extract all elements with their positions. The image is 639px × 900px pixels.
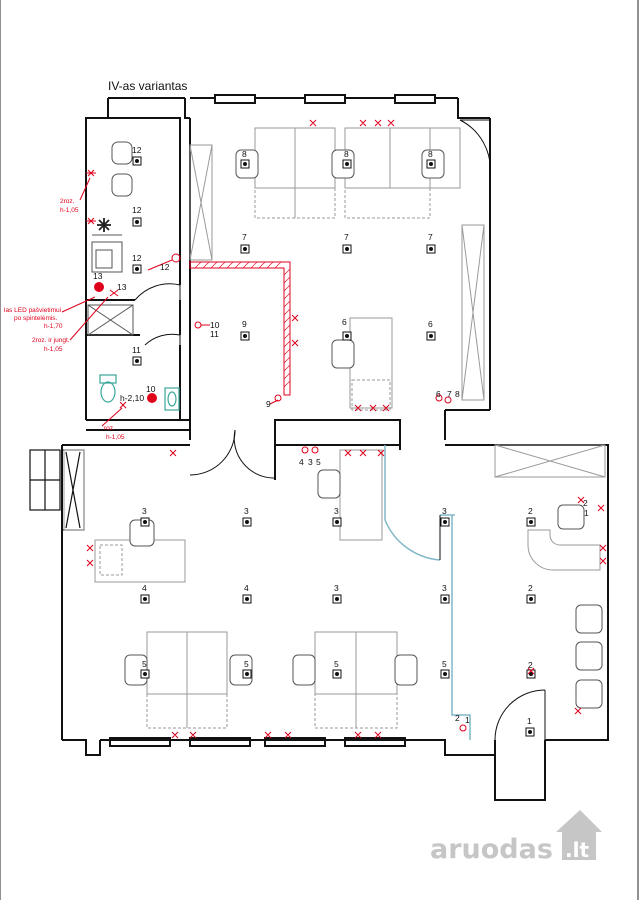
chair-icon (124, 149, 603, 709)
fixture-number: 7 (428, 232, 433, 242)
fixture-number: 8 (344, 149, 349, 159)
toilet-icon (99, 374, 117, 403)
fixture-number: 9 (266, 399, 271, 409)
annotation-two-outlets: 2roz. (60, 198, 75, 205)
fixture-number: 4 (299, 457, 304, 467)
fixture-number: 7 (242, 232, 247, 242)
fixture-number: 4 (142, 583, 147, 593)
pendant-light-icon (94, 282, 104, 292)
annotation-led-height: h-1,70 (44, 323, 63, 330)
fixture-number: 5 (142, 659, 147, 669)
plan-title: IV-as variantas (108, 79, 187, 93)
fixture-number: 6 (428, 319, 433, 329)
fixture-number: 1 (584, 508, 589, 518)
fixture-number: 8 (455, 389, 460, 399)
desk-icon (63, 127, 606, 729)
fixture-number: 2 (528, 506, 533, 516)
fixture-number: 12 (132, 253, 142, 263)
fixture-number: 2 (528, 660, 533, 670)
fixture-number: 3 (244, 506, 249, 516)
fixture-number: 13 (117, 282, 127, 292)
outlet-icon (61, 119, 607, 739)
door-swings (134, 119, 546, 741)
annotation-led: las LED pašvietimui (4, 307, 61, 314)
annotation-outlet-height: h-1,05 (106, 434, 125, 441)
fixture-number: 6 (342, 317, 347, 327)
fixture-number: 1 (527, 716, 532, 726)
annotation-led-cabinets: po spintelėmis. (14, 315, 58, 322)
fixture-number: 5 (244, 659, 249, 669)
fixture-number: 2 (583, 498, 588, 508)
height-label: h-2,10 (120, 393, 144, 403)
asterisk-icon (97, 218, 111, 232)
fixture-number: 3 (442, 506, 447, 516)
glass-partition (384, 445, 471, 740)
annotation-two-outlets-height: h-1,05 (60, 207, 79, 214)
fixture-number: 3 (334, 506, 339, 516)
fixture-number: 12 (160, 262, 170, 272)
walls (61, 94, 609, 801)
watermark-brand: aruodas (430, 834, 553, 865)
fixture-number: 3 (334, 583, 339, 593)
hatched-wall (189, 261, 291, 396)
fixture-number: 2 (528, 583, 533, 593)
door-icon (29, 449, 85, 531)
watermark-house-icon (562, 828, 596, 860)
fixture-numbers: 12 12 12 12 13 13 11 10 h-2,10 10 11 9 9… (93, 145, 589, 726)
annotation-outlet-switch-height: h-1,05 (44, 346, 63, 353)
fixture-number: 6 (436, 389, 441, 399)
fixture-number: 8 (428, 149, 433, 159)
fixture-number: 3 (442, 583, 447, 593)
fixture-number: 8 (242, 149, 247, 159)
fixture-number: 3 (308, 457, 313, 467)
annotation-outlet: roz. (104, 425, 115, 432)
fixture-number: 4 (244, 583, 249, 593)
fixture-number: 9 (242, 319, 247, 329)
fixture-number: 5 (442, 659, 447, 669)
pendant-light-icon (147, 393, 157, 403)
fixture-number: 11 (210, 329, 219, 339)
aruodas-watermark: aruodas .lt (430, 810, 602, 865)
annotations: 2roz. h-1,05 las LED pašvietimui po spin… (4, 198, 125, 441)
fixture-number: 13 (93, 271, 103, 281)
watermark-suffix: .lt (565, 838, 589, 862)
fixture-number: 10 (146, 384, 156, 394)
fixture-number: 10 (210, 320, 220, 330)
fixture-number: 7 (447, 389, 452, 399)
fixture-number: 2 (455, 713, 460, 723)
sink-icon (164, 387, 180, 411)
watermark-roof-icon (556, 810, 602, 832)
kitchen-fixtures (87, 141, 134, 336)
fixture-number: 5 (316, 457, 321, 467)
fixture-number: 3 (142, 506, 147, 516)
ceiling-light-icon (132, 156, 536, 737)
fixture-number: 11 (132, 345, 141, 355)
fixture-number: 1 (465, 715, 470, 725)
fixture-number: 12 (132, 205, 142, 215)
fixture-number: 12 (132, 145, 142, 155)
fixture-number: 7 (344, 232, 349, 242)
annotation-outlet-switch: 2roz. ir jungt. (32, 337, 70, 344)
fixture-number: 5 (334, 659, 339, 669)
